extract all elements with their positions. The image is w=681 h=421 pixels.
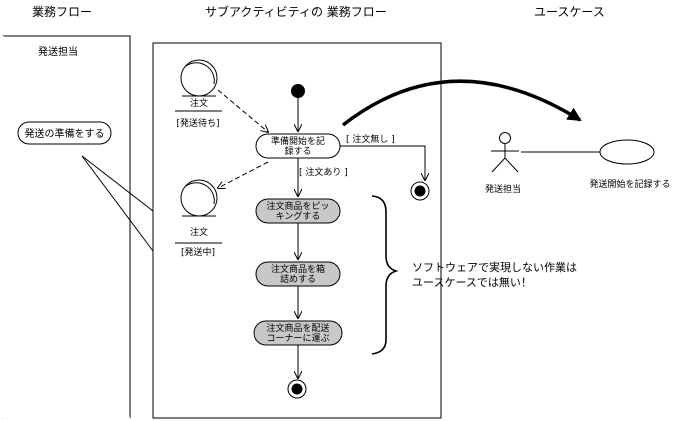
actor-label: 発送担当	[485, 183, 521, 195]
activity-deliver-line2: コーナーに運ぶ	[266, 333, 329, 344]
use-case-label: 発送開始を記録する	[589, 178, 670, 190]
use-case-ellipse	[599, 139, 655, 165]
activity-deliver: 注文商品を配送 コーナーに運ぶ	[253, 320, 343, 346]
activity-picking: 注文商品をピッ キングする	[255, 198, 341, 224]
expansion-line-top	[81, 155, 154, 212]
header-business-flow: 業務フロー	[32, 5, 92, 19]
swimlane-title: 発送担当	[38, 45, 78, 58]
guard-no-order: [ 注文無し ]	[346, 133, 395, 145]
activity-record-start-line1: 準備開始を記	[271, 135, 325, 147]
order-object-shipping-name: 注文	[190, 226, 208, 238]
note-line2: ユースケースでは無い！	[412, 275, 532, 289]
note-line1: ソフトウェアで実現しない作業は	[412, 260, 577, 274]
order-object-waiting-state: [発送待ち]	[176, 117, 219, 129]
sub-activity-frame	[152, 42, 442, 419]
guard-has-order: [ 注文あり ]	[299, 166, 348, 178]
activity-deliver-line1: 注文商品を配送	[266, 322, 329, 334]
activity-record-start-line2: 録する	[284, 145, 311, 157]
activity-record-start: 準備開始を記 録する	[255, 133, 341, 159]
mapping-arrow	[341, 79, 582, 127]
expansion-line-bottom	[81, 155, 154, 252]
header-use-case: ユースケース	[534, 5, 605, 19]
activity-packing: 注文商品を箱 詰めする	[255, 261, 341, 287]
activity-packing-line2: 詰めする	[280, 273, 316, 285]
order-object-shipping: 注文 [発送中]	[175, 179, 222, 258]
swimlane-frame	[2, 35, 131, 419]
activity-packing-line1: 注文商品を箱	[271, 263, 325, 275]
order-object-shipping-state: [発送中]	[181, 246, 215, 258]
activity-prepare-shipping-label: 発送の準備をする	[25, 127, 105, 140]
curly-brace	[371, 195, 399, 355]
activity-picking-line2: キングする	[276, 210, 321, 222]
initial-node	[291, 84, 305, 98]
activity-prepare-shipping	[17, 121, 112, 145]
order-object-waiting-name: 注文	[190, 97, 208, 109]
flow-no-order	[340, 145, 425, 180]
object-flow-waiting	[217, 89, 268, 132]
actor-figure	[491, 132, 519, 173]
object-flow-shipping	[218, 161, 269, 188]
order-object-waiting: 注文 [発送待ち]	[175, 59, 222, 129]
activity-picking-line1: 注文商品をピッ	[266, 200, 329, 212]
header-sub-activity-flow: サブアクティビティの 業務フロー	[205, 4, 387, 19]
